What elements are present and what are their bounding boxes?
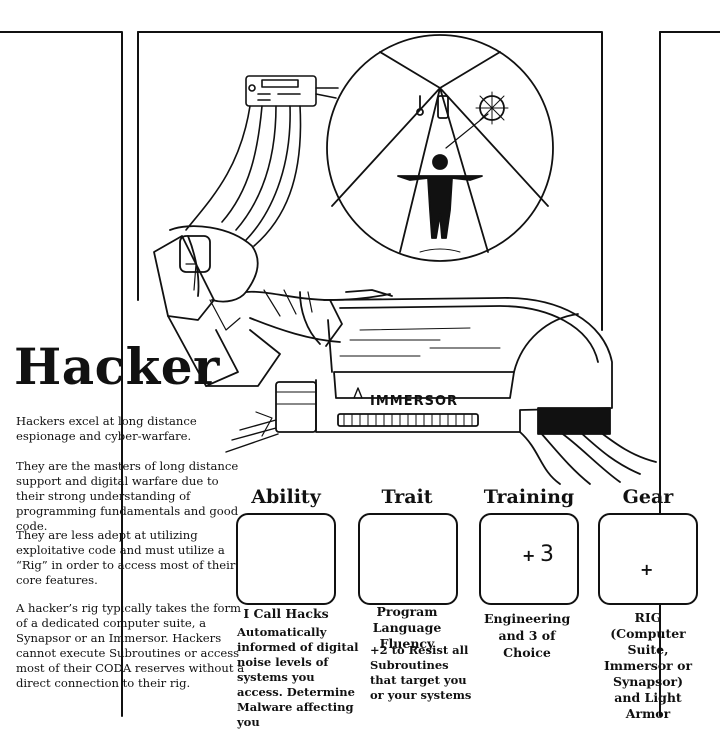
gear-name: RIG (Computer Suite, Immersor or Synapso…	[603, 610, 693, 721]
trait-heading: Trait	[381, 486, 433, 508]
training-card	[479, 513, 579, 605]
trait-description: +2 to Resist all Subroutines that target…	[370, 643, 472, 702]
immersor-pod	[225, 297, 657, 485]
trait-name: Program Language Fluency	[372, 604, 442, 651]
vision-bubble	[326, 34, 554, 262]
immersor-label: IMMERSOR	[370, 394, 459, 409]
training-heading: Training	[483, 486, 575, 508]
training-name: Engineering and 3 of Choice	[484, 611, 571, 660]
page-title: Hacker	[14, 337, 220, 396]
description-paragraph: They are less adept at utilizing exploit…	[16, 528, 236, 587]
gear-heading: Gear	[622, 486, 674, 508]
ability-heading: Ability	[251, 486, 321, 508]
wall-device	[185, 75, 339, 247]
trait-card	[358, 513, 458, 605]
gear-card	[598, 513, 698, 605]
ability-name: I Call Hacks	[243, 606, 329, 621]
description-paragraph: A hacker’s rig typically takes the form …	[16, 601, 245, 690]
training-number: 3	[540, 542, 554, 567]
description-paragraph: Hackers excel at long distance espionage…	[16, 414, 197, 443]
description-paragraph: They are the masters of long distance su…	[16, 459, 239, 533]
ability-card	[236, 513, 336, 605]
training-plus: +	[522, 546, 536, 565]
gear-plus: +	[640, 560, 654, 579]
ability-description: Automatically informed of digital noise …	[237, 625, 359, 729]
